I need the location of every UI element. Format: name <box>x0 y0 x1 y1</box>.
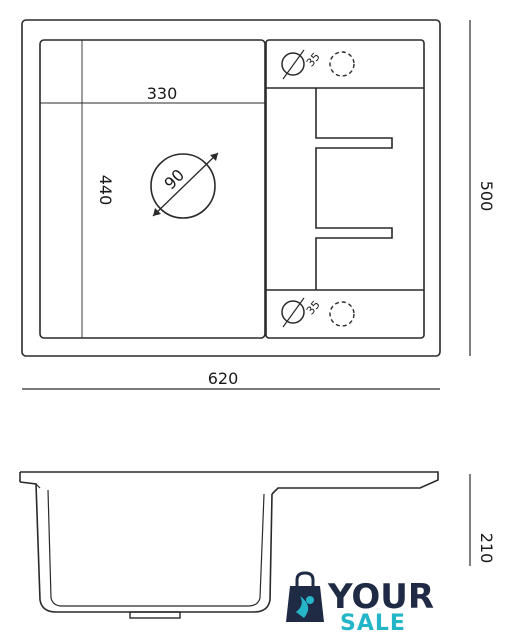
top-view: 330 440 90 35 35 620 500 <box>21 19 496 390</box>
side-view: 210 <box>19 471 496 619</box>
your-sale-logo: YOUR SALE <box>286 571 434 636</box>
tap-hole-top-label: 35 <box>304 50 323 69</box>
bowl-width-label: 330 <box>147 84 178 103</box>
logo-word-your: YOUR <box>327 577 434 617</box>
bowl-height-label: 440 <box>96 175 115 206</box>
shopping-bag-icon <box>286 571 324 622</box>
total-width-label: 620 <box>208 369 239 388</box>
tap-hole-top: 35 <box>281 49 355 80</box>
optional-tap-hole-bottom <box>329 301 355 327</box>
drain-outlet <box>129 611 181 619</box>
sink-rim <box>20 471 439 495</box>
drain-hole <box>150 153 216 219</box>
logo-word-sale: SALE <box>340 611 406 636</box>
sink-outline <box>21 19 441 357</box>
bowl-outline <box>39 39 266 339</box>
bowl-profile <box>19 481 273 613</box>
drainer-grooves <box>315 88 393 290</box>
drain-diameter-label: 90 <box>160 165 188 193</box>
tap-hole-bottom: 35 <box>281 297 355 328</box>
drainer-outline <box>265 39 425 339</box>
tap-hole-bottom-label: 35 <box>304 298 323 317</box>
total-depth-label: 500 <box>477 181 496 212</box>
height-label: 210 <box>477 533 496 564</box>
optional-tap-hole-top <box>329 51 355 77</box>
